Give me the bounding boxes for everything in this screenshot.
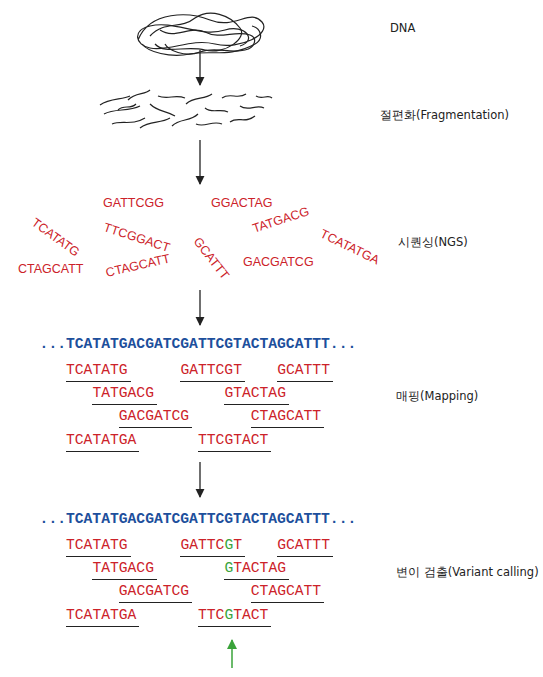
base-letter: C (216, 607, 225, 623)
read-fragment: GACGATCG (243, 255, 314, 269)
base-letter: G (180, 537, 189, 553)
dna-tangle (138, 13, 264, 55)
base-letter: G (277, 560, 286, 576)
aligned-read: TCATATG (66, 362, 131, 382)
base-letter: C (251, 560, 260, 576)
reference-sequence: ...TCATATGACGATCGATTCGTACTAGCATTT... (40, 511, 357, 528)
aligned-read: GATTCGT (180, 537, 245, 557)
stage-label: 변이 검출(Variant calling) (396, 566, 539, 579)
aligned-read: GCATTT (277, 537, 333, 557)
base-letter: T (207, 607, 216, 623)
base-letter: T (198, 537, 207, 553)
read-fragment: CTAGCATT (18, 262, 84, 276)
variant-pointer-arrow (231, 640, 233, 668)
base-letter: A (189, 537, 198, 553)
aligned-read: TATGACG (92, 385, 157, 405)
base-letter: T (233, 560, 242, 576)
aligned-read: TATGACG (92, 560, 157, 580)
aligned-read: TCATATGA (66, 607, 139, 627)
base-letter: A (242, 560, 251, 576)
base-letter: T (260, 560, 269, 576)
stage-label: 절편화(Fragmentation) (380, 109, 509, 122)
base-letter: A (242, 607, 251, 623)
base-letter: T (207, 537, 216, 553)
aligned-read: TTCGTACT (198, 607, 271, 627)
aligned-read: GTACTAG (224, 560, 289, 580)
stage-label: DNA (390, 22, 415, 35)
aligned-read: GATTCGT (180, 362, 245, 382)
base-letter: T (233, 607, 242, 623)
aligned-read: CTAGCATT (251, 583, 324, 603)
aligned-read: GTACTAG (224, 385, 289, 405)
flow-arrows (199, 50, 200, 497)
base-letter: T (233, 537, 242, 553)
aligned-read: TCATATG (66, 537, 131, 557)
base-letter: G (224, 560, 233, 576)
read-fragment: GGACTAG (211, 196, 273, 210)
aligned-read: GCATTT (277, 362, 333, 382)
aligned-read: TTCGTACT (198, 432, 271, 452)
aligned-read: GACGATCG (119, 408, 192, 428)
reference-sequence: ...TCATATGACGATCGATTCGTACTAGCATTT... (40, 336, 357, 353)
base-letter: G (224, 607, 233, 623)
stage-label: 매핑(Mapping) (396, 390, 478, 403)
read-fragment: CTAGCATT (104, 251, 171, 280)
read-fragment: TTCGGACT (102, 220, 172, 255)
base-letter: C (251, 607, 260, 623)
base-letter: T (198, 607, 207, 623)
read-fragment: TCATATGA (318, 227, 382, 268)
base-letter: T (260, 607, 269, 623)
dna-fragments (100, 90, 272, 128)
base-letter: A (268, 560, 277, 576)
base-letter: C (216, 537, 225, 553)
aligned-read: GACGATCG (119, 583, 192, 603)
base-letter: G (224, 537, 233, 553)
aligned-read: TCATATGA (66, 432, 139, 452)
stage-label: 시퀀싱(NGS) (398, 236, 468, 249)
aligned-read: CTAGCATT (251, 408, 324, 428)
read-fragment: GCATTT (190, 235, 232, 283)
read-fragment: TCATATG (29, 215, 82, 259)
read-fragment: GATTCGG (103, 196, 164, 210)
